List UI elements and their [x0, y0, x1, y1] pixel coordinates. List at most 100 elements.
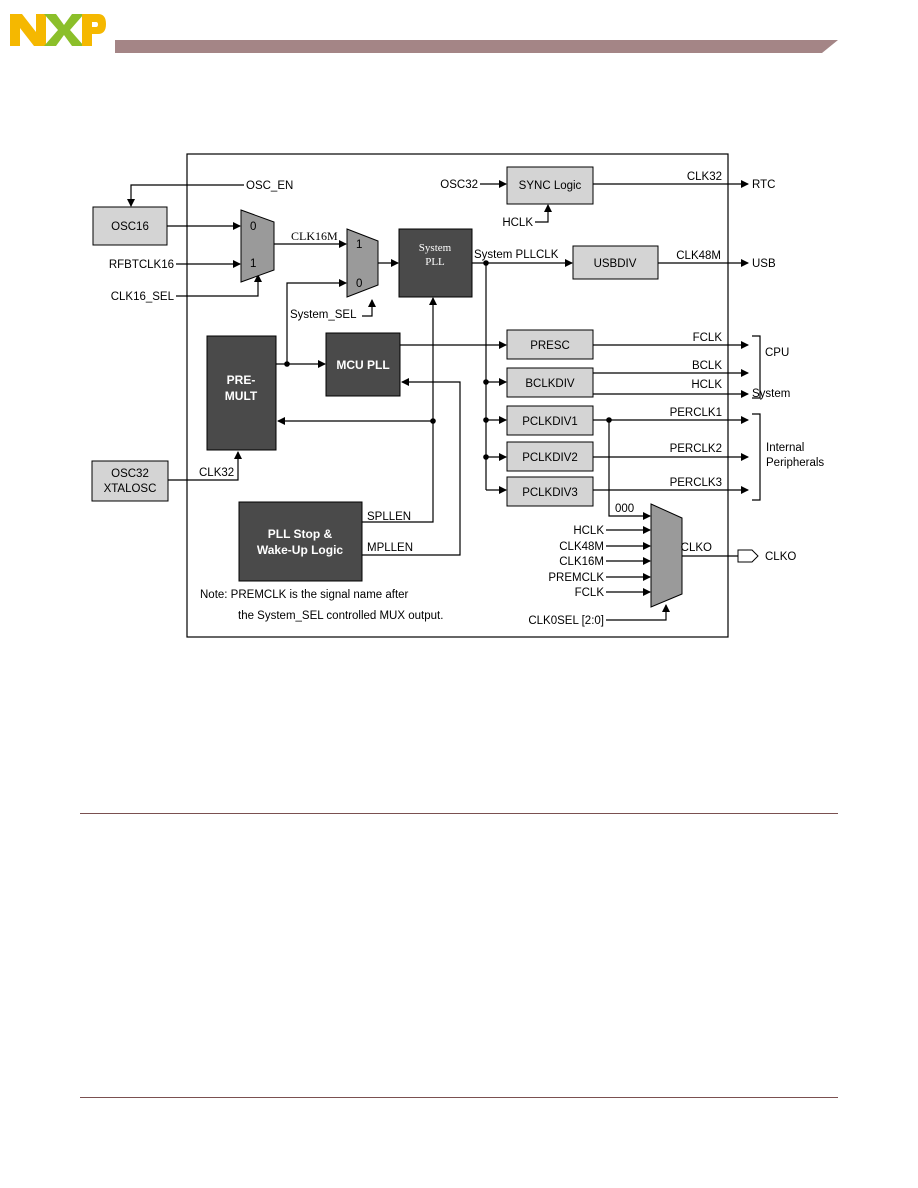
mux2-input-1: 1 — [356, 239, 362, 251]
usbdiv-label: USBDIV — [594, 258, 637, 270]
header-bar — [10, 14, 838, 53]
clk16-mux — [240, 209, 275, 283]
system-pll-label-2: PLL — [425, 256, 445, 268]
hclk-sync-label: HCLK — [502, 217, 533, 229]
mpllen-label: MPLLEN — [367, 542, 413, 554]
presc-block — [506, 329, 594, 360]
spllen-label: SPLLEN — [367, 511, 411, 523]
presc-label: PRESC — [530, 340, 570, 352]
clko-signal-label: CLKO — [681, 542, 712, 554]
nxp-logo — [10, 14, 106, 46]
hclk-label: HCLK — [691, 379, 722, 391]
osc32-label-2: XTALOSC — [104, 483, 157, 495]
osc16-block — [92, 206, 168, 246]
mux1-input-0: 0 — [250, 221, 256, 233]
rtc-label: RTC — [752, 179, 775, 191]
junction-dot — [284, 361, 290, 367]
mux2-input-0: 0 — [356, 278, 362, 290]
mux-fclk-label: FCLK — [575, 587, 605, 599]
header-accent-bar — [115, 40, 838, 53]
perclk1-label: PERCLK1 — [670, 407, 722, 419]
diagram-frame — [186, 153, 729, 638]
clkosel-label: CLK0SEL [2:0] — [528, 615, 604, 627]
clk32-premult-label: CLK32 — [199, 467, 234, 479]
mux-000-label: 000 — [615, 503, 634, 515]
wire-system-sel — [362, 299, 376, 317]
note-line-2: the System_SEL controlled MUX output. — [238, 610, 443, 622]
system-pllclk-label: System PLLCLK — [474, 249, 559, 261]
footer-rule-bottom — [80, 1097, 838, 1098]
premult-label-1: PRE- — [227, 373, 256, 387]
mux1-input-1: 1 — [250, 258, 256, 270]
osc16-label: OSC16 — [111, 221, 149, 233]
premult-label-2: MULT — [225, 389, 258, 403]
clko-output-label: CLKO — [765, 551, 796, 563]
junction-dot — [483, 417, 489, 423]
bclkdiv-label: BCLKDIV — [525, 378, 575, 390]
osc32-xtalosc-block — [91, 460, 169, 502]
cpu-bracket — [752, 335, 761, 399]
junction-dot — [483, 379, 489, 385]
bclk-label: BCLK — [692, 360, 722, 372]
mux-clk48m-label: CLK48M — [559, 541, 604, 553]
junction-dot — [483, 260, 489, 266]
perclk2-label: PERCLK2 — [670, 443, 722, 455]
system-label: System — [752, 388, 790, 400]
junction-dot — [606, 417, 612, 423]
usbdiv-block — [572, 245, 659, 280]
footer-rule-top — [80, 813, 838, 814]
pclkdiv3-label: PCLKDIV3 — [522, 487, 578, 499]
internal-label: Internal — [766, 442, 804, 454]
clko-output-pad — [737, 549, 759, 563]
wire-clk16-sel — [176, 274, 262, 297]
cpu-label: CPU — [765, 347, 789, 359]
pclkdiv3-block — [506, 476, 594, 507]
junction-dot — [483, 454, 489, 460]
osc-en-label: OSC_EN — [246, 180, 293, 192]
pll-stop-label-2: Wake-Up Logic — [257, 543, 344, 557]
usb-label: USB — [752, 258, 776, 270]
mcu-pll-label: MCU PLL — [336, 358, 389, 372]
sync-logic-block — [506, 166, 594, 205]
wire-mpllen — [362, 378, 461, 556]
mux-hclk-label: HCLK — [573, 525, 604, 537]
pclkdiv2-block — [506, 441, 594, 472]
bclkdiv-block — [506, 367, 594, 398]
mux-premclk-label: PREMCLK — [548, 572, 604, 584]
system-pll-label-1: System — [419, 242, 452, 254]
pll-stop-label-1: PLL Stop & — [268, 527, 333, 541]
clk48m-label: CLK48M — [676, 250, 721, 262]
system-pll-block — [398, 228, 473, 298]
junction-dot — [430, 418, 436, 424]
wire-mcupll-to-mux — [286, 279, 347, 364]
fclk-label: FCLK — [693, 332, 723, 344]
rfbtclk16-label: RFBTCLK16 — [109, 259, 174, 271]
sync-logic-label: SYNC Logic — [519, 180, 582, 192]
peripherals-bracket — [752, 413, 761, 501]
system-sel-mux — [346, 228, 379, 298]
wire-clk32-premult — [168, 451, 242, 481]
clk16-sel-label: CLK16_SEL — [111, 291, 175, 303]
pll-stop-block — [238, 501, 363, 582]
osc32-sync-label: OSC32 — [440, 179, 478, 191]
clk16m-label: CLK16M — [291, 229, 338, 243]
clko-mux — [650, 503, 683, 608]
clk32-rtc-label: CLK32 — [687, 171, 722, 183]
wire-osc-en — [127, 184, 244, 207]
note-line-1: Note: PREMCLK is the signal name after — [200, 589, 409, 601]
system-sel-label: System_SEL — [290, 309, 357, 321]
wire-hclk-sync — [535, 204, 552, 223]
premult-block — [206, 335, 277, 451]
osc32-label-1: OSC32 — [111, 468, 149, 480]
wire-clkosel — [606, 604, 670, 621]
mux-clk16m-label: CLK16M — [559, 556, 604, 568]
pclkdiv2-label: PCLKDIV2 — [522, 452, 578, 464]
pclkdiv1-block — [506, 405, 594, 436]
wire-spllen — [362, 297, 437, 523]
pclkdiv1-label: PCLKDIV1 — [522, 416, 578, 428]
perclk3-label: PERCLK3 — [670, 477, 722, 489]
wire-perclk1-mux — [608, 420, 651, 520]
mcu-pll-block — [325, 332, 401, 397]
peripherals-label: Peripherals — [766, 457, 824, 469]
